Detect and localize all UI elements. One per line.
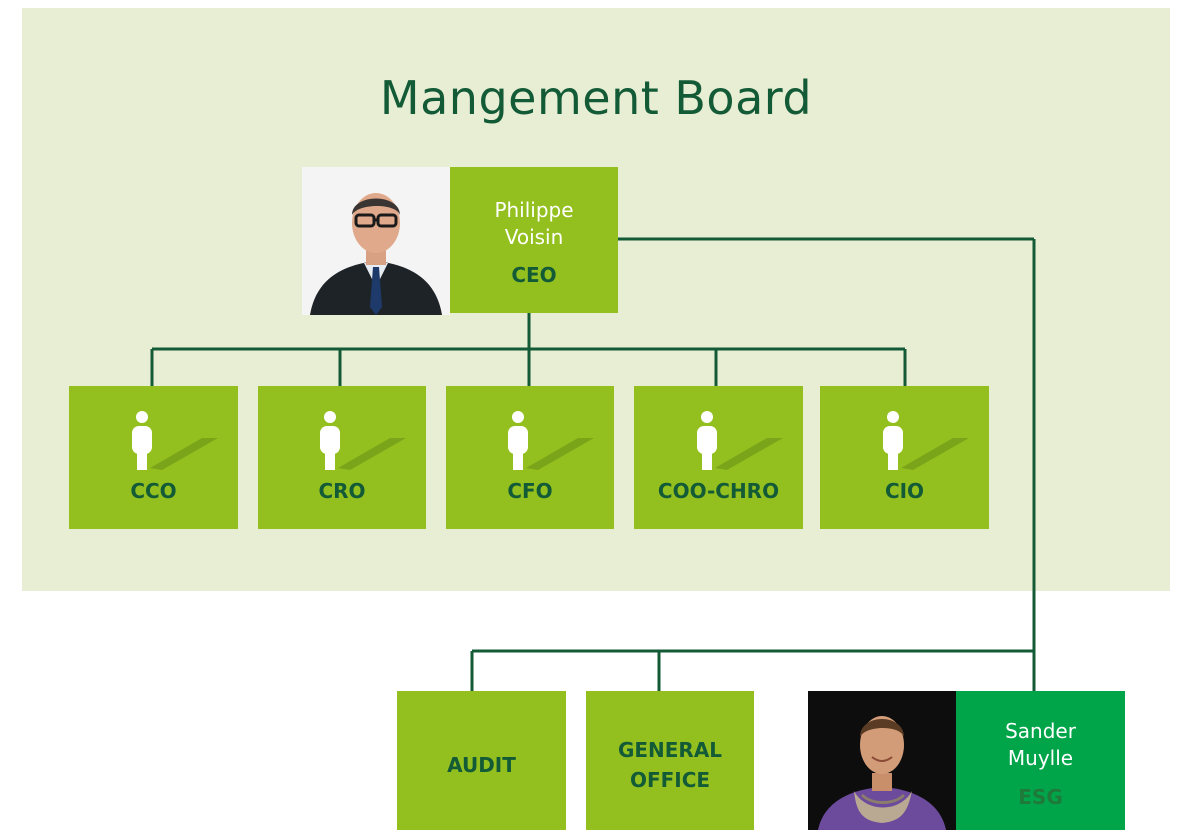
ceo-portrait-icon	[302, 167, 450, 315]
esg-role: ESG	[1018, 785, 1063, 809]
department-label: GENERAL OFFICE	[617, 738, 723, 792]
person-icon	[508, 411, 594, 470]
person-icon	[131, 411, 218, 470]
role-box-coo-chro: COO-CHRO	[634, 386, 803, 529]
role-label: COO-CHRO	[657, 479, 780, 503]
role-box-cro: CRO	[258, 386, 426, 529]
department-label: AUDIT	[447, 753, 516, 777]
esg-photo	[808, 691, 956, 830]
esg-name: Sander Muylle	[1005, 719, 1076, 770]
department-box-general-office: GENERAL OFFICE	[586, 691, 754, 830]
person-icon	[882, 411, 969, 470]
esg-portrait-icon	[808, 691, 956, 830]
person-icon	[696, 411, 783, 470]
ceo-box: Philippe Voisin CEO	[450, 167, 618, 313]
person-icon	[320, 411, 406, 470]
role-box-cfo: CFO	[446, 386, 614, 529]
ceo-photo	[302, 167, 450, 315]
department-box-audit: AUDIT	[397, 691, 566, 830]
role-box-cco: CCO	[69, 386, 238, 529]
chart-title: Mangement Board	[379, 71, 813, 125]
role-label: CFO	[507, 479, 553, 503]
role-box-cio: CIO	[820, 386, 989, 529]
esg-box: Sander Muylle ESG	[956, 691, 1125, 830]
ceo-role: CEO	[511, 263, 557, 287]
role-label: CRO	[318, 479, 366, 503]
role-label: CCO	[130, 479, 177, 503]
ceo-name: Philippe Voisin	[494, 198, 574, 249]
role-label: CIO	[884, 479, 925, 503]
